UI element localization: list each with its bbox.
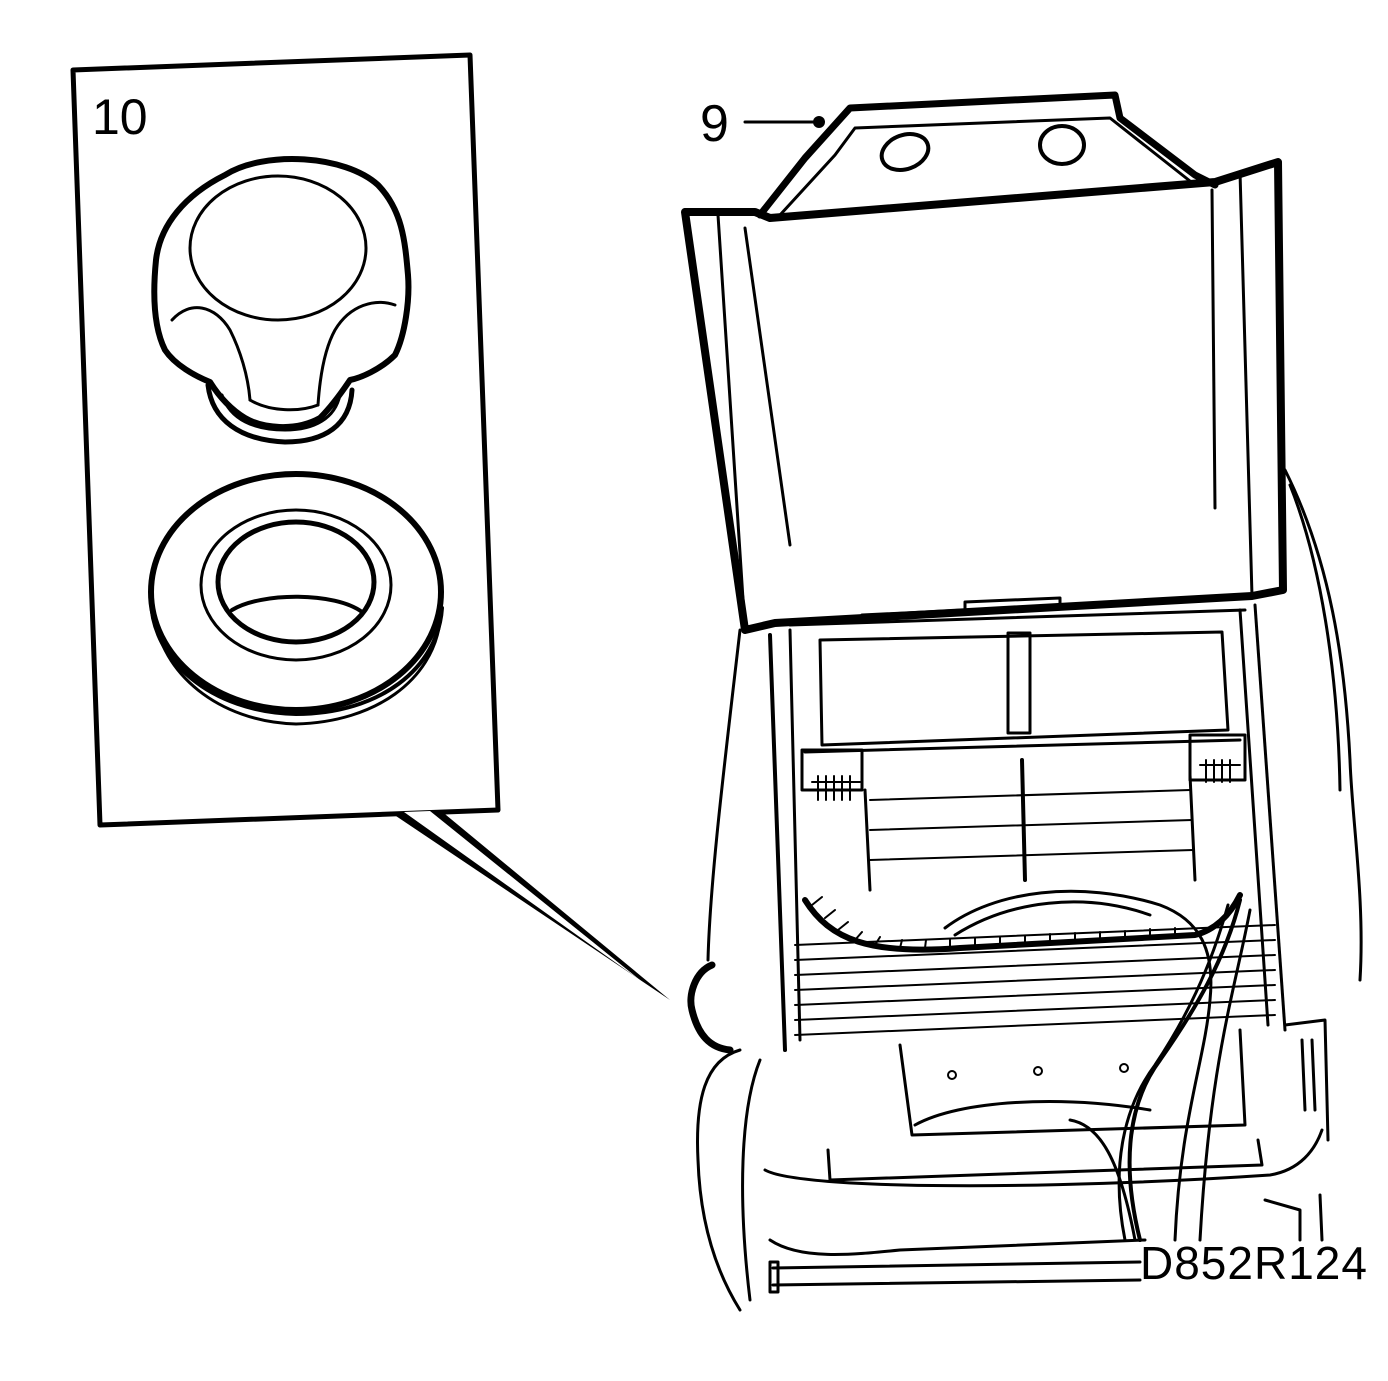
- grommet-outer: [148, 471, 444, 713]
- bracket-hole-right: [1038, 124, 1086, 166]
- base-left-cushion-inner: [741, 1058, 762, 1302]
- inset-frame: [70, 52, 501, 828]
- harness-cable-f: [1068, 1118, 1137, 1242]
- grommet-part: [148, 471, 444, 726]
- detail-inset: [70, 52, 670, 1000]
- knob-lobe-right: [316, 300, 397, 407]
- knob-lobe-left: [170, 306, 252, 402]
- harness-cable-a: [943, 889, 1213, 1242]
- hinge-right-teeth: [1199, 759, 1241, 783]
- grommet-hole-depth: [230, 594, 364, 614]
- leader-dot-9: [813, 116, 825, 128]
- base-right-corner: [1263, 1193, 1324, 1242]
- base-front-curve: [763, 1128, 1324, 1188]
- grommet-lip-2: [153, 613, 442, 726]
- body-right-side: [1283, 468, 1363, 982]
- frame-post-right-inner: [1238, 608, 1270, 1027]
- harness-cable-b: [953, 900, 1152, 937]
- console-assembly: [681, 91, 1363, 1312]
- compartment-back-wall: [818, 630, 1230, 747]
- tray-slats: [869, 789, 1194, 861]
- base-bottom-strip: [771, 1260, 1142, 1287]
- knob-part: [151, 155, 412, 445]
- callout-number-10: 10: [92, 89, 148, 145]
- frame-post-left-inner: [788, 628, 802, 1042]
- grommet-hole-rim: [215, 519, 377, 645]
- spiral-wrap: [811, 896, 1176, 949]
- compartment-ledge: [803, 738, 1242, 754]
- harness-cable-c: [1127, 898, 1242, 1242]
- frame-post-left-outer: [768, 633, 787, 1052]
- knob-top-face: [188, 174, 368, 322]
- tray-walls: [863, 773, 1197, 892]
- top-bracket: [756, 91, 1219, 219]
- sill-layers: [794, 924, 1276, 1036]
- frame-post-right-outer: [1253, 603, 1287, 1032]
- base-right-latch: [1283, 1018, 1330, 1142]
- grommet-lip: [149, 598, 444, 716]
- base-bottom-tab: [768, 1260, 780, 1294]
- base-bottom-rail: [768, 1238, 1147, 1256]
- callout-number-9: 9: [700, 95, 729, 153]
- lid-fold-left: [743, 226, 792, 547]
- inset-pointer-gap: [404, 811, 640, 980]
- base-cradle: [898, 1028, 1247, 1137]
- grommet-inner-ring: [199, 508, 393, 662]
- lid-panel: [681, 158, 1287, 634]
- hinge-left-teeth: [811, 775, 861, 801]
- harness-cable-d: [1117, 903, 1230, 1242]
- cradle-curve: [913, 1100, 1152, 1127]
- compartment-top-edge: [788, 608, 1247, 627]
- inset-pointer: [390, 810, 670, 1000]
- body-right-contour: [1288, 483, 1342, 792]
- bracket-hole-left: [879, 132, 931, 172]
- compartment-divider: [1006, 631, 1032, 735]
- knob-outline: [151, 155, 412, 430]
- hinge-right: [1188, 733, 1247, 782]
- lid-edge-left: [716, 213, 747, 632]
- lid-fold-right: [1210, 188, 1217, 510]
- knob-neck: [205, 382, 355, 445]
- knob-lobe-front: [248, 398, 320, 412]
- compartment-tabs: [860, 596, 1167, 617]
- base-left-cushion: [696, 1048, 742, 1312]
- top-bracket-inner: [778, 116, 1197, 217]
- cradle-hole-2: [1033, 1066, 1043, 1076]
- lid-edge-right: [1238, 170, 1254, 598]
- tray-rod: [1020, 758, 1027, 882]
- figure-code-label: D852R124: [1140, 1237, 1368, 1289]
- body-left-side: [706, 628, 742, 962]
- hinge-left: [800, 748, 864, 792]
- end-cap-knob: [687, 961, 734, 1054]
- base-ledge: [826, 1138, 1264, 1182]
- cradle-hole-1: [947, 1070, 957, 1080]
- knob-neck-inner: [220, 393, 342, 432]
- cradle-hole-3: [1119, 1063, 1129, 1073]
